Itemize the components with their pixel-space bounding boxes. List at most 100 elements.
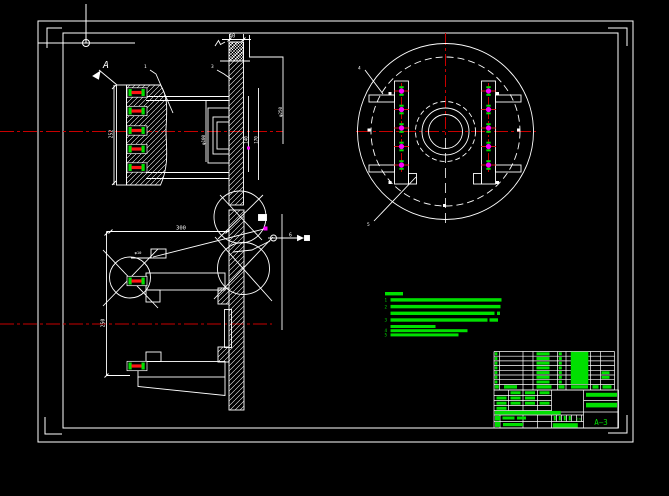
green-text-bar: [494, 357, 498, 360]
bolt-cap: [128, 277, 132, 285]
flange-plate-bottom: [228, 209, 245, 411]
bolt-cap: [141, 107, 145, 115]
bolt-shank: [131, 364, 142, 368]
green-text-bar: [558, 352, 562, 356]
green-text-bar: [552, 423, 578, 428]
bolt-cap: [128, 107, 132, 115]
bolt-hole-dot: [485, 88, 492, 94]
bolt-hole-cap: [486, 123, 491, 126]
green-text-bar: [496, 406, 507, 410]
dim-arrows: [111, 84, 117, 186]
balloon-leader-4: [373, 176, 417, 222]
grip-square: [388, 92, 392, 95]
bolt-hole-cap: [399, 167, 404, 170]
dim-text-hub: 140: [243, 136, 248, 144]
bolt-hole-cap: [486, 104, 491, 107]
bolt-hole-cap: [399, 141, 404, 144]
balloon-leader-1: [149, 69, 174, 114]
bolt-hole-dot: [485, 162, 492, 168]
bolt-hole-dot: [398, 143, 405, 150]
green-text-bar: [553, 416, 556, 421]
green-text-bar: [494, 375, 498, 379]
note-text-bar: [390, 329, 468, 333]
bolt-hole-cap: [399, 123, 404, 126]
hub-circle-outer: [415, 101, 476, 162]
green-text-bar: [536, 361, 550, 365]
note-number: 5: [385, 332, 388, 337]
bolt-hole-cap: [486, 86, 491, 89]
notes-header-bar: [385, 292, 403, 296]
outer-rim-circle: [357, 43, 534, 220]
bolt-cap: [128, 164, 132, 171]
green-text-bar: [510, 396, 521, 400]
green-text-bar: [601, 371, 610, 375]
note-text-bar: [390, 311, 495, 315]
green-text-bar: [558, 385, 565, 389]
green-text-bar: [494, 361, 498, 365]
green-text-bar: [510, 391, 521, 395]
clamp-tab: [495, 94, 522, 103]
title-block-misc-label: in: [576, 417, 582, 422]
green-text-bar: [525, 396, 535, 400]
clamp-foot: [473, 173, 482, 185]
green-text-bar: [571, 385, 588, 389]
bolt-hole-cap: [399, 93, 404, 96]
green-text-bar: [539, 391, 550, 395]
section-bolt-symbols: [126, 87, 148, 372]
corner-mark-bottom-right: [608, 415, 628, 434]
green-text-bar: [495, 415, 500, 421]
lower-bracket: [137, 377, 226, 396]
bolt-hole-dot: [398, 162, 405, 168]
bolt-hole-cap: [399, 104, 404, 107]
grip-square: [367, 128, 371, 132]
dim-text-40: 40: [229, 34, 236, 40]
green-text-bar: [536, 380, 550, 384]
bolt-shank: [131, 147, 142, 151]
bolt-cap: [128, 145, 132, 153]
bolt-hole-cap: [399, 86, 404, 89]
note-number: 3: [385, 318, 388, 323]
hub-step-outer: [207, 107, 230, 164]
note-text-bar: [390, 333, 459, 337]
green-text-bar: [494, 380, 498, 384]
section-view-top: [92, 34, 284, 206]
upper-arm-plate: [145, 272, 226, 291]
inner-border: [62, 32, 619, 429]
note-text-bar: [390, 298, 502, 302]
bolt-hole-cap: [486, 141, 491, 144]
note-number: 4: [385, 328, 388, 333]
green-text-bar: [525, 401, 535, 405]
green-text-bar: [494, 385, 499, 389]
hub-step-inner: [216, 121, 230, 150]
grip-square: [517, 128, 520, 132]
dim-text-300: 300: [176, 226, 186, 232]
dim-arrows: [227, 37, 246, 42]
long-leader: [152, 228, 265, 258]
green-text-bar: [558, 371, 562, 375]
leader-number: 6: [289, 233, 292, 239]
bolt-hole-dot: [485, 125, 492, 131]
hub-circle-bore: [428, 114, 463, 149]
green-text-bar: [592, 385, 599, 389]
mount-plate: [116, 84, 127, 186]
lower-arm-step: [145, 351, 162, 362]
section-arrow: [92, 70, 101, 80]
marker-dot-magenta: [247, 146, 250, 150]
bolt-hole-dot: [398, 88, 405, 94]
bolt-hole-cap: [486, 160, 491, 163]
dim-text-depth: 170: [253, 136, 258, 144]
balloon-label-3: 4: [358, 66, 361, 72]
note-number: 2: [385, 304, 388, 309]
green-text-bar: [525, 391, 535, 395]
green-content: [494, 351, 617, 428]
dim-arrows: [104, 229, 230, 378]
clamp-foot: [408, 173, 417, 185]
bolt-hole-cap: [486, 112, 491, 115]
green-text-bar: [517, 416, 526, 420]
bolt-hole-cap: [399, 112, 404, 115]
text-labels: A 1 3 4 5 40 300 252 250 φ100 140 170 φ2…: [101, 34, 608, 428]
bolt-hole-cap: [486, 93, 491, 96]
bolt-hole-dot: [398, 125, 405, 131]
green-text-bar: [536, 375, 550, 379]
note-text-bar: [497, 311, 500, 315]
